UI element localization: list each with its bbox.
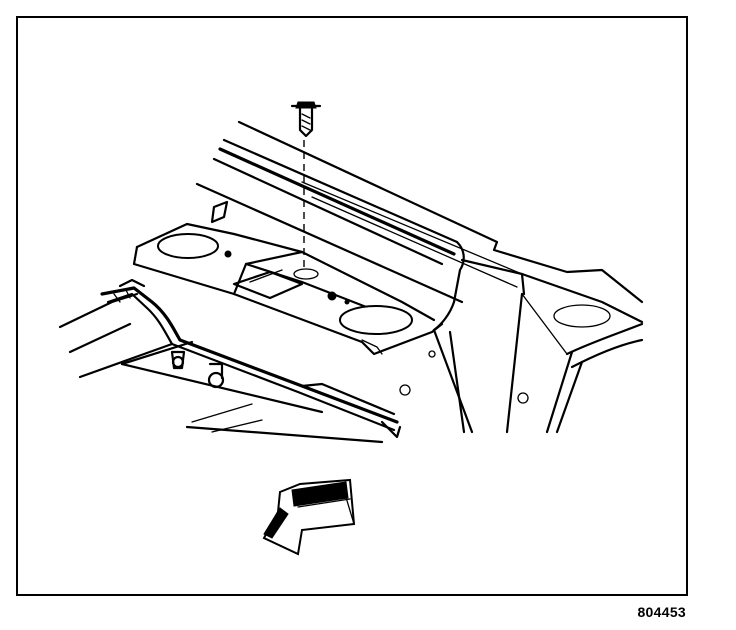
wire-harness	[100, 278, 402, 439]
connector-2	[208, 362, 224, 380]
hole-1	[399, 384, 411, 396]
slot-right	[553, 304, 611, 328]
center-tunnel	[132, 200, 444, 356]
stud-3	[344, 299, 350, 305]
hole-3	[428, 350, 436, 358]
front-direction-arrow-icon	[262, 478, 356, 556]
slot-left	[157, 233, 219, 259]
floor-panel-drawing	[58, 101, 644, 556]
stud-1	[224, 250, 232, 258]
rear-cross-member	[195, 120, 644, 332]
left-floor-panel	[58, 292, 384, 444]
screw-hole	[293, 268, 319, 280]
screw-icon	[290, 101, 322, 138]
figure-id: 804453	[637, 604, 686, 620]
connector-1	[170, 350, 186, 370]
right-side-wall	[399, 292, 644, 434]
slot-center	[339, 305, 413, 335]
clip-tab	[210, 200, 229, 224]
diagram-frame	[16, 16, 688, 596]
grommet-2	[207, 371, 225, 389]
hole-2	[517, 392, 529, 404]
stud-2	[327, 291, 337, 301]
